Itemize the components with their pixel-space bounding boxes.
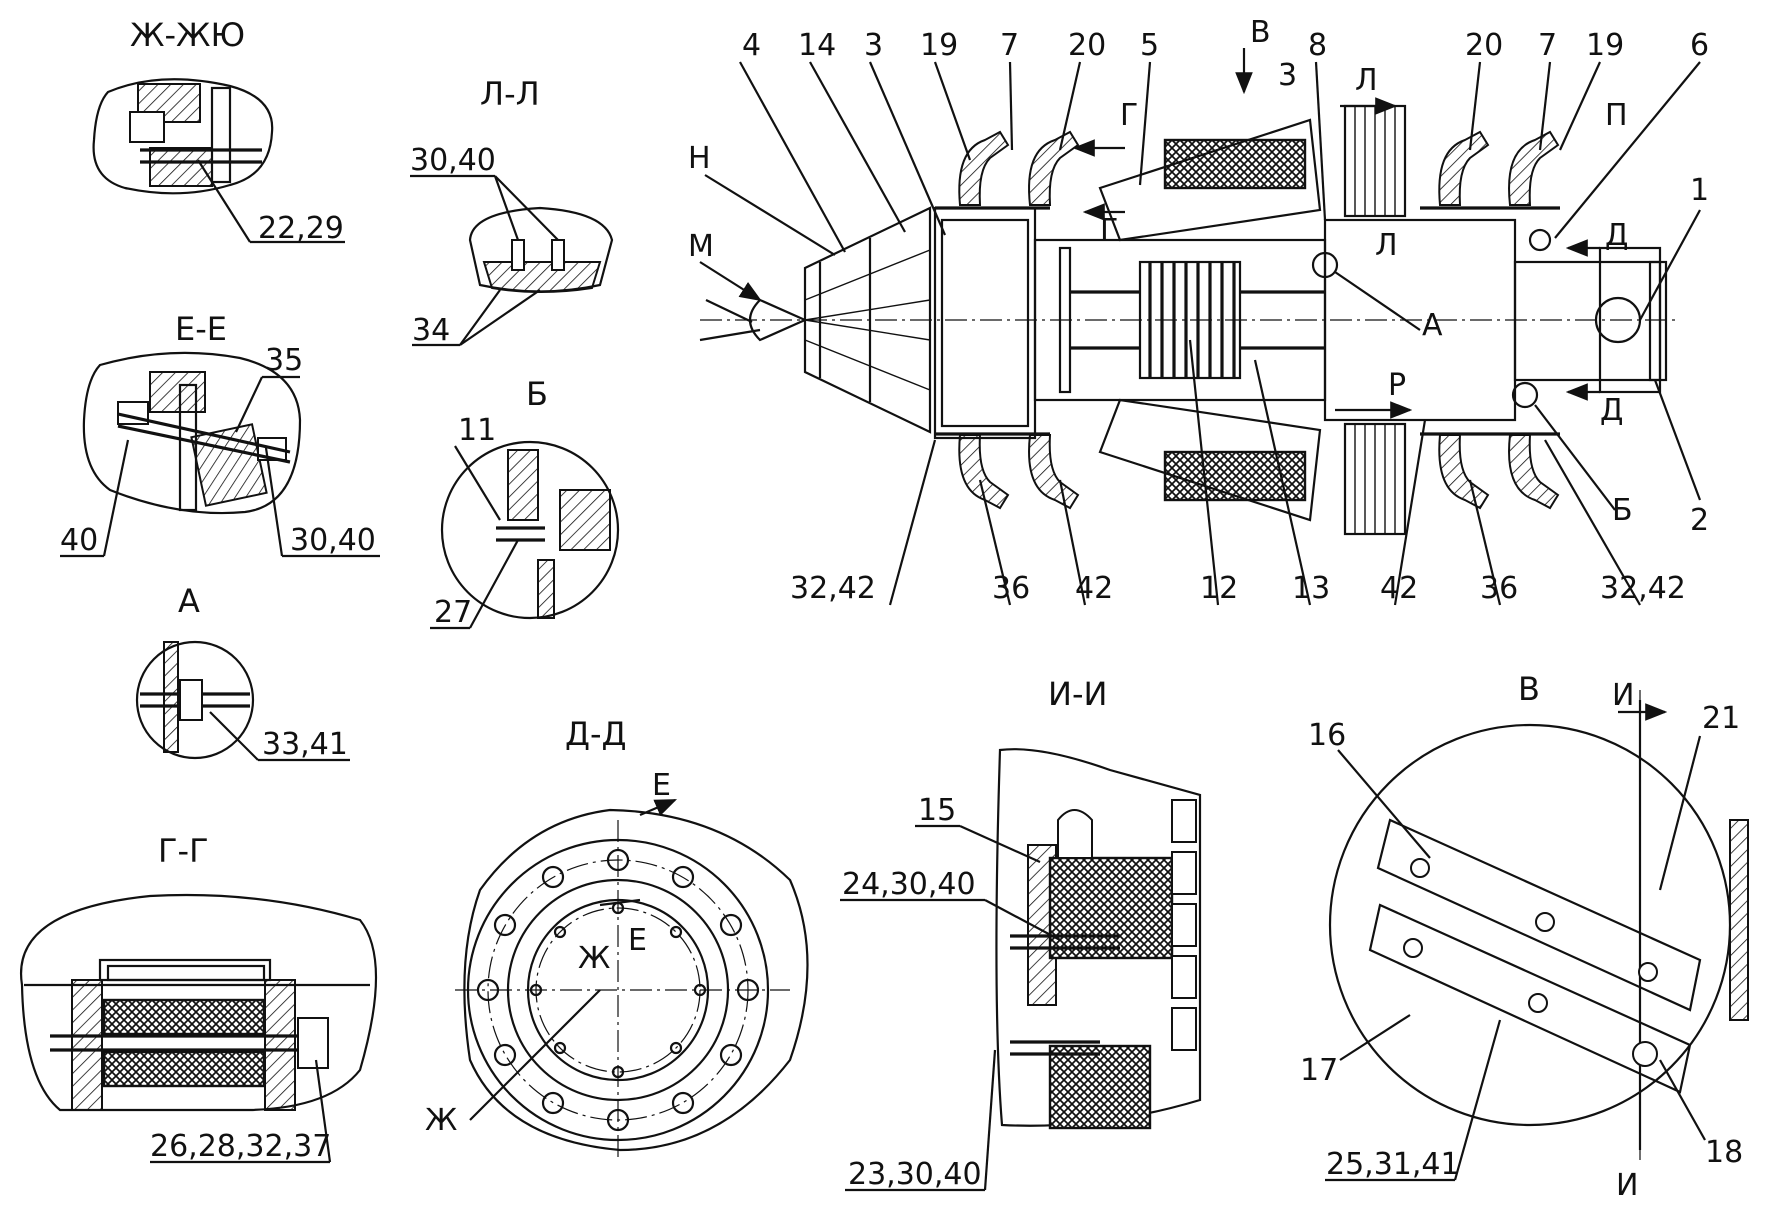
view-a-title: А — [178, 582, 200, 620]
view-v-callout-16: 16 — [1308, 718, 1346, 753]
label-g-inner: Г — [1100, 213, 1118, 248]
label-l-inner: Л — [1375, 228, 1398, 263]
view-e-callout-30-40: 30,40 — [290, 523, 376, 558]
label-2: 2 — [1690, 503, 1709, 538]
label-v: В — [1250, 15, 1271, 50]
view-g-title: Г-Г — [158, 832, 209, 870]
label-3: 3 — [864, 28, 883, 63]
spring-12 — [1138, 260, 1242, 380]
main-assembly: 4 14 3 19 7 20 5 В 3 8 Л 20 7 19 6 32,42… — [688, 15, 1709, 606]
label-p: П — [1605, 98, 1628, 133]
view-e-callout-40: 40 — [60, 523, 98, 558]
view-i-callout-23-30-40: 23,30,40 — [848, 1157, 982, 1192]
housing-3 — [933, 206, 1037, 440]
label-b: Б — [1612, 493, 1633, 528]
view-d-mark-zh-outer: Ж — [425, 1103, 457, 1138]
label-d-top: Д — [1605, 218, 1628, 253]
view-v-mark-i-top: И — [1612, 678, 1634, 713]
label-20: 20 — [1068, 28, 1106, 63]
label-32-42-rear: 32,42 — [1600, 571, 1686, 606]
label-12: 12 — [1200, 571, 1238, 606]
view-b-detail: Б 11 27 — [430, 375, 620, 630]
label-4: 4 — [742, 28, 761, 63]
view-b-title: Б — [526, 375, 548, 413]
label-1: 1 — [1690, 173, 1709, 208]
label-7-rear: 7 — [1538, 28, 1557, 63]
view-v-mark-i-bottom: И — [1616, 1168, 1638, 1203]
view-v-detail: В И И 16 21 17 18 25,31,41 — [1300, 670, 1749, 1203]
label-19-rear: 19 — [1586, 28, 1624, 63]
view-zh-callout: 22,29 — [258, 211, 344, 246]
view-v-callout-18: 18 — [1705, 1135, 1743, 1170]
view-v-title: В — [1518, 670, 1540, 708]
view-a-callout: 33,41 — [262, 727, 348, 762]
label-r: Р — [1388, 368, 1406, 403]
label-7: 7 — [1000, 28, 1019, 63]
view-d-section: Д-Д — [425, 715, 809, 1160]
label-d-bottom: Д — [1600, 393, 1623, 428]
view-i-title: И-И — [1048, 675, 1107, 713]
label-13: 13 — [1292, 571, 1330, 606]
view-l-title: Л-Л — [480, 75, 540, 113]
view-b-callout-27: 27 — [434, 595, 472, 630]
view-l-callout-34: 34 — [412, 313, 450, 348]
label-6: 6 — [1690, 28, 1709, 63]
label-l: Л — [1355, 63, 1378, 98]
view-v-callout-21: 21 — [1702, 701, 1740, 736]
nose-cone — [699, 206, 932, 434]
label-n: Н — [688, 141, 711, 176]
view-e-callout-35: 35 — [265, 343, 303, 378]
view-d-mark-e-top: Е — [652, 768, 671, 803]
view-d-mark-e-inner: Е — [628, 923, 647, 958]
view-g-section: Г-Г 26,28,32,37 — [19, 832, 378, 1164]
label-14: 14 — [798, 28, 836, 63]
brush-block-top — [1163, 138, 1307, 190]
view-a-detail: А 33,41 — [135, 582, 350, 762]
view-b-callout-11: 11 — [458, 413, 496, 448]
label-a: А — [1422, 308, 1443, 343]
view-i-section: И-И 15 24,30,40 23,30,40 — [840, 675, 1202, 1192]
label-20-rear: 20 — [1465, 28, 1503, 63]
view-d-title: Д-Д — [565, 715, 627, 753]
view-e-section: Е-Е 35 40 30,40 — [60, 310, 380, 558]
label-g-top: Г — [1120, 98, 1138, 133]
label-m: М — [688, 229, 714, 264]
view-zh-title: Ж-ЖЮ — [130, 16, 245, 54]
view-d-mark-zh-inner: Ж — [578, 941, 610, 976]
view-l-callout-30-40: 30,40 — [410, 143, 496, 178]
view-i-callout-15: 15 — [918, 793, 956, 828]
label-5: 5 — [1140, 28, 1159, 63]
label-3-right: 3 — [1278, 58, 1297, 93]
view-e-title: Е-Е — [175, 310, 227, 348]
view-l-section: Л-Л 30,40 34 — [410, 75, 614, 348]
label-8: 8 — [1308, 28, 1327, 63]
label-19: 19 — [920, 28, 958, 63]
view-g-callout: 26,28,32,37 — [150, 1129, 331, 1164]
view-i-callout-24-30-40: 24,30,40 — [842, 867, 976, 902]
bolt-circle — [476, 848, 760, 1132]
view-zh-section: Ж-ЖЮ 22,29 — [92, 16, 345, 246]
label-32-42-front: 32,42 — [790, 571, 876, 606]
label-36-front: 36 — [992, 571, 1030, 606]
view-v-callout-17: 17 — [1300, 1053, 1338, 1088]
view-v-callout-25-31-41: 25,31,41 — [1326, 1147, 1460, 1182]
